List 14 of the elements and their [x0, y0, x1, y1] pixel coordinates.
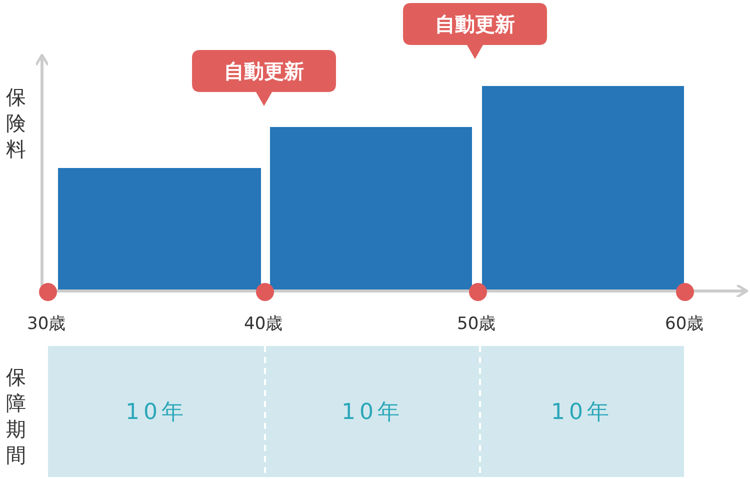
callout-bubble: 自動更新	[192, 50, 336, 106]
period-label: 10年	[265, 346, 480, 477]
age-label: 40歳	[244, 313, 283, 335]
bar	[482, 86, 684, 291]
period-label: 10年	[480, 346, 684, 477]
age-label: 60歳	[665, 313, 704, 335]
bar	[270, 127, 472, 291]
age-label: 30歳	[27, 313, 66, 335]
axis-title: 保険料	[6, 84, 27, 162]
age-label: 50歳	[457, 313, 496, 335]
callout-bubble: 自動更新	[403, 3, 547, 59]
row-title: 保障期間	[6, 364, 27, 468]
period-label: 10年	[48, 346, 265, 477]
bar	[58, 168, 261, 291]
